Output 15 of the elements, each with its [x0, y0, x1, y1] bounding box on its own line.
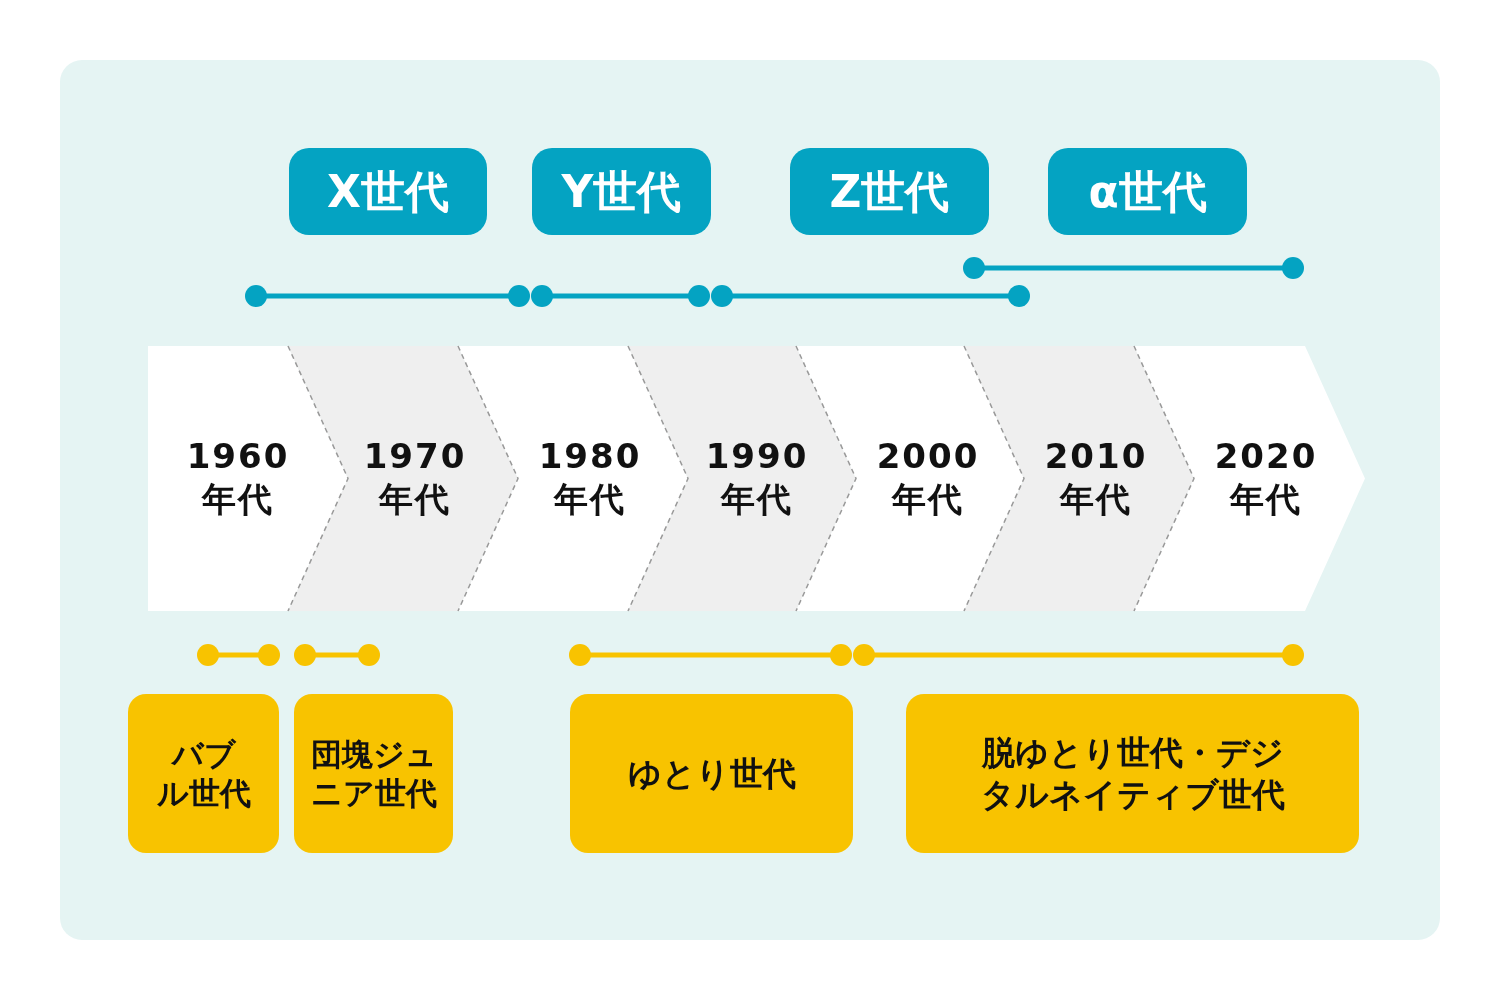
decade-label: 2000年代 — [872, 435, 984, 520]
decade-label: 1970年代 — [359, 435, 471, 520]
generation-group-box: 団塊ジュニア世代 — [294, 694, 453, 853]
decade-label: 1980年代 — [534, 435, 646, 520]
generation-box: Y世代 — [532, 148, 711, 235]
generation-group-box: ゆとり世代 — [570, 694, 853, 853]
decade-label: 2010年代 — [1040, 435, 1152, 520]
decade-label: 2020年代 — [1210, 435, 1322, 520]
generation-box: Z世代 — [790, 148, 989, 235]
generation-box: X世代 — [289, 148, 487, 235]
generation-group-box: 脱ゆとり世代・デジタルネイティブ世代 — [906, 694, 1359, 853]
generation-group-box: バブル世代 — [128, 694, 279, 853]
decade-label: 1960年代 — [182, 435, 294, 520]
decade-label: 1990年代 — [701, 435, 813, 520]
generation-box: α世代 — [1048, 148, 1247, 235]
